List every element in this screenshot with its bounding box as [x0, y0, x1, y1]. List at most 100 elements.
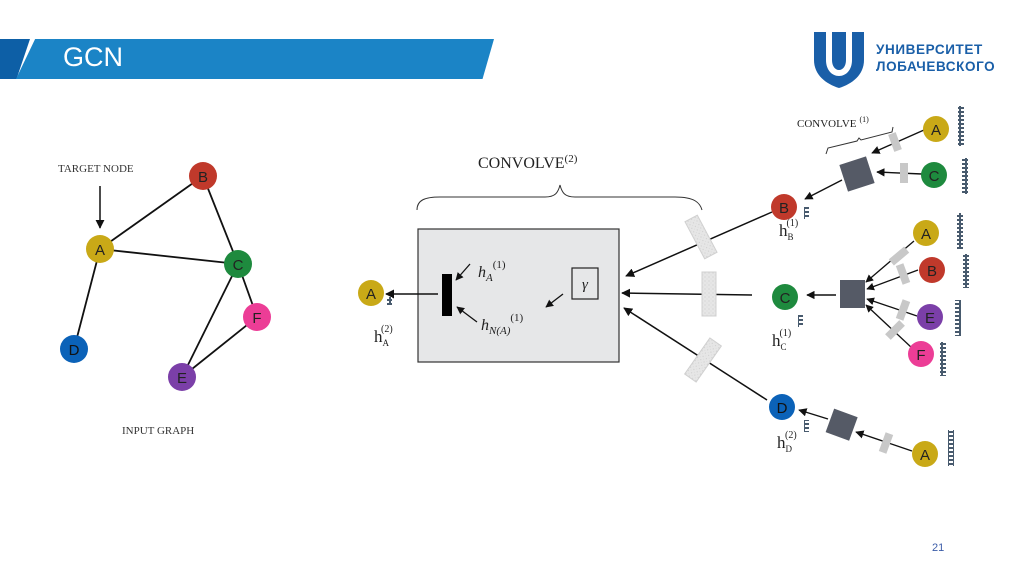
graph-node-b: B [189, 162, 217, 190]
svg-text:F: F [916, 347, 925, 364]
svg-text:C: C [780, 290, 791, 307]
dropout-b-a [888, 132, 902, 152]
hn-label: hN(A)(1) [481, 312, 524, 337]
aggregator-c [840, 280, 865, 308]
graph-node-e: E [168, 363, 196, 391]
level1-d-group: D hD(2) A [769, 394, 954, 467]
nbr-node-c-1: C [921, 162, 947, 188]
svg-text:E: E [925, 310, 935, 327]
gamma-symbol: γ [582, 277, 589, 293]
dropout-c-e [895, 299, 911, 321]
svg-text:A: A [931, 122, 941, 139]
graph-node-a: A [86, 235, 114, 263]
embedding-vector [804, 207, 809, 219]
embedding-vector [798, 315, 803, 327]
edge-a-c [99, 248, 239, 265]
convolve1-brace [825, 126, 894, 155]
svg-text:A: A [366, 286, 376, 303]
dropout-block-b [684, 214, 718, 260]
svg-text:A: A [921, 226, 931, 243]
convolve1-label: CONVOLVE(1) [797, 115, 869, 130]
embedding-vector [948, 430, 954, 466]
dropout-d-a [878, 432, 894, 454]
aggregator-d [825, 408, 858, 441]
dropout-block-d [683, 337, 723, 383]
level1-b-group: CONVOLVE(1) A C B hB(1) [771, 106, 968, 242]
target-node-label: TARGET NODE [58, 163, 134, 175]
convolve2-group: CONVOLVE(2) hA(1) hN(A)(1) γ A hA(2) [358, 153, 703, 363]
hc1-label: hC(1) [772, 328, 791, 352]
svg-text:A: A [95, 242, 105, 259]
gamma-box [571, 267, 599, 300]
input-graph-caption: INPUT GRAPH [122, 425, 194, 437]
edge-e-f [181, 316, 258, 378]
graph-node-f: F [243, 303, 271, 331]
university-logo [814, 32, 864, 88]
graph-edges [73, 175, 258, 378]
graph-node-c: C [224, 250, 252, 278]
edge-c-to-box [621, 288, 753, 298]
dropout-c-b [895, 263, 911, 285]
arrow-f-to-agg-c [865, 304, 913, 349]
embedding-vector [955, 300, 961, 336]
nbr-node-a-3: A [912, 441, 938, 467]
edge-c-e [181, 263, 239, 378]
level1-connections [621, 211, 773, 401]
svg-text:E: E [177, 370, 187, 387]
convolve2-label: CONVOLVE(2) [478, 153, 578, 172]
output-node-a: A [358, 280, 384, 306]
svg-text:C: C [929, 168, 940, 185]
arrow-agg-to-b [804, 179, 843, 200]
arrow-ha-to-bar [455, 263, 471, 281]
embedding-vector [962, 158, 968, 194]
arrow-e-to-agg-c [866, 297, 918, 317]
ha1-label: hA(1) [478, 259, 506, 284]
hb1-label: hB(1) [779, 218, 798, 242]
svg-text:D: D [69, 342, 80, 359]
level1-c-group: A B E F C hC(1) [772, 213, 969, 376]
output-embedding-vector [387, 297, 392, 305]
svg-text:F: F [252, 310, 261, 327]
logo-text: УНИВЕРСИТЕТ ЛОБАЧЕВСКОГО [876, 41, 995, 75]
dropout-c-a [888, 246, 910, 266]
embedding-vector [957, 213, 963, 249]
hd2-label: hD(2) [777, 430, 797, 454]
arrow-a-to-agg-c [865, 240, 915, 283]
logo-line-1: УНИВЕРСИТЕТ [876, 42, 983, 57]
combine-bar [442, 274, 452, 316]
svg-text:D: D [777, 400, 788, 417]
nbr-node-a-2: A [913, 220, 939, 246]
edge-d-to-box [623, 307, 768, 401]
input-graph: TARGET NODE A B C D E F INPUT GRAPH [58, 162, 271, 437]
nbr-node-b-2: B [919, 257, 945, 283]
level1-node-c: C [772, 284, 798, 310]
arrow-hn-to-bar [456, 306, 478, 323]
arrow-gamma-to-hn [545, 293, 564, 308]
svg-text:C: C [233, 257, 244, 274]
dropout-b-c [900, 163, 908, 183]
level1-node-d: D [769, 394, 795, 420]
dropout-c-f [885, 320, 905, 340]
header-band [16, 39, 494, 79]
page-number: 21 [932, 542, 945, 554]
edge-a-d [73, 248, 101, 350]
svg-text:A: A [920, 447, 930, 464]
svg-text:B: B [198, 169, 208, 186]
nbr-node-a-1: A [923, 116, 949, 142]
graph-node-d: D [60, 335, 88, 363]
nbr-node-e-2: E [917, 304, 943, 330]
nbr-node-f-2: F [908, 341, 934, 367]
embedding-vector [958, 106, 964, 146]
edge-a-b [99, 175, 204, 250]
svg-text:B: B [927, 263, 937, 280]
svg-text:B: B [779, 200, 789, 217]
embedding-vector [804, 420, 809, 432]
arrow-agg-to-d [798, 408, 829, 420]
slide-title: GCN [63, 42, 123, 72]
dropout-block-c [701, 271, 717, 317]
logo-line-2: ЛОБАЧЕВСКОГО [876, 59, 996, 74]
level1-node-b: B [771, 194, 797, 220]
edge-b-c [202, 175, 239, 265]
ha2-label: hA(2) [374, 324, 393, 348]
